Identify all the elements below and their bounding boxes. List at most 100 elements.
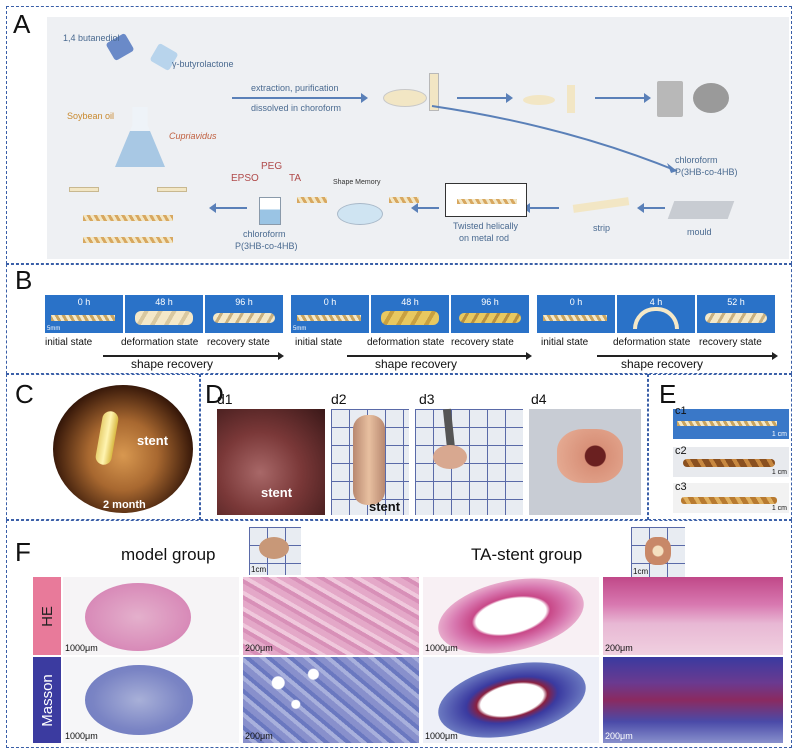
label-mould: mould <box>687 227 712 237</box>
tube-illustration <box>429 73 439 111</box>
c-stent-label: stent <box>137 433 169 448</box>
panel-a: A 1,4 butanediol γ-butyrolactone Soybean… <box>6 6 792 264</box>
stent-top-left <box>69 187 99 192</box>
label-cupriavidus: Cupriavidus <box>169 131 217 141</box>
label-chloroform-left: chloroform <box>243 229 286 239</box>
beaker-illustration <box>259 197 281 225</box>
label-twisted-1: Twisted helically <box>453 221 519 231</box>
d3-tissue <box>433 445 467 469</box>
b-state-2-1: initial state <box>295 337 343 348</box>
f-row-he-tab: HE <box>33 577 61 655</box>
deformed-sample <box>381 311 439 325</box>
d3-image <box>415 409 523 515</box>
f-inset-model: 1cm <box>249 527 301 575</box>
spiral-sample <box>543 315 607 321</box>
b-state-3-2: deformation state <box>613 337 691 348</box>
deformed-sample <box>633 307 679 329</box>
label-soybean: Soybean oil <box>67 111 115 121</box>
b-recovery-3: shape recovery <box>621 357 704 371</box>
b-recovery-1: shape recovery <box>131 357 214 371</box>
f-ta-masson-low: 1000μm <box>423 657 599 743</box>
e-sample-1 <box>677 421 777 426</box>
panel-e: E 1 cm c1 1 cm c2 1 cm c3 <box>648 374 792 520</box>
curved-arrow <box>431 105 678 173</box>
spiral-illustration <box>297 197 327 203</box>
panel-a-label: A <box>13 9 31 39</box>
twist-rod-illustration <box>457 199 517 204</box>
e-label-c1: c1 <box>675 405 687 417</box>
b-arrow-3 <box>597 352 778 359</box>
film-illustration <box>523 95 555 105</box>
water-dish-illustration <box>337 203 383 225</box>
b-photo-3-1: 0 h <box>537 295 615 333</box>
spiral-sample <box>297 315 361 321</box>
ring-mould-illustration <box>693 83 729 113</box>
d2-tissue <box>353 415 385 505</box>
deformed-sample <box>135 311 193 325</box>
panel-b-label: B <box>15 265 33 295</box>
e-label-c3: c3 <box>675 481 687 493</box>
f-ta-he-low: 1000μm <box>423 577 599 655</box>
f-model-he-high: 200μm <box>243 577 419 655</box>
label-butyrolactone: γ-butyrolactone <box>172 59 234 69</box>
b-state-2-3: recovery state <box>451 337 514 348</box>
panel-c: C stent 2 month <box>6 374 200 520</box>
arrow-extraction <box>232 93 368 103</box>
f-ta-masson-high: 200μm <box>603 657 783 743</box>
d2-stent-label: stent <box>369 499 401 514</box>
b-state-3-3: recovery state <box>699 337 762 348</box>
d4-tissue <box>557 429 623 483</box>
arrow-to-press <box>595 93 651 103</box>
d1-label: d1 <box>217 391 233 407</box>
label-polymer-left: P(3HB-co-4HB) <box>235 241 298 251</box>
b-arrow-1 <box>103 352 284 359</box>
arrow-to-strip <box>637 203 665 213</box>
d3-label: d3 <box>419 391 435 407</box>
panel-d: D d1 stent d2 stent d3 d4 <box>200 374 648 520</box>
label-extraction: extraction, purification <box>251 83 339 93</box>
arrow-to-memory <box>411 203 439 213</box>
recovered-sample <box>705 313 767 323</box>
label-shape-memory: Shape Memory <box>333 179 381 186</box>
recovered-sample <box>459 313 521 323</box>
b-arrow-2 <box>347 352 532 359</box>
panel-c-label: C <box>15 379 34 409</box>
b-photo-3-3: 52 h <box>697 295 775 333</box>
d1-image <box>217 409 325 515</box>
e-photo-c2: 1 cm <box>673 447 789 477</box>
mould-illustration <box>667 201 735 219</box>
panel-f-label: F <box>15 537 31 567</box>
f-model-he-low: 1000μm <box>63 577 239 655</box>
e-photo-c1: 1 cm <box>673 409 789 439</box>
endoscopy-image <box>53 385 193 513</box>
b-photo-2-2: 48 h <box>371 295 449 333</box>
label-epso: EPSO <box>231 173 259 184</box>
f-model-group-title: model group <box>121 545 216 564</box>
panel-f: F model group TA-stent group 1cm 1cm HE … <box>6 520 792 748</box>
b-state-1-1: initial state <box>45 337 93 348</box>
f-model-masson-high: 200μm <box>243 657 419 743</box>
spiral-illustration-2 <box>389 197 419 203</box>
rod-illustration <box>567 85 575 113</box>
d4-label: d4 <box>531 391 547 407</box>
label-twisted-2: on metal rod <box>459 233 510 243</box>
dish-illustration <box>383 89 427 107</box>
b-photo-1-2: 48 h <box>125 295 203 333</box>
e-sample-3 <box>681 497 777 504</box>
stent-top-right <box>157 187 187 192</box>
label-chloroform-right: chloroform <box>675 155 718 165</box>
b-photo-3-2: 4 h <box>617 295 695 333</box>
b-state-2-2: deformation state <box>367 337 445 348</box>
f-model-masson-low: 1000μm <box>63 657 239 743</box>
f-row-masson-tab: Masson <box>33 657 61 743</box>
label-ta: TA <box>289 173 302 184</box>
panel-d-label: D <box>205 379 224 409</box>
b-photo-1-3: 96 h <box>205 295 283 333</box>
d2-label: d2 <box>331 391 347 407</box>
e-label-c2: c2 <box>675 445 687 457</box>
stent-bottom <box>83 237 173 243</box>
f-ta-he-high: 200μm <box>603 577 783 655</box>
arrow-to-stent <box>209 203 247 213</box>
arrow-to-film <box>457 93 513 103</box>
